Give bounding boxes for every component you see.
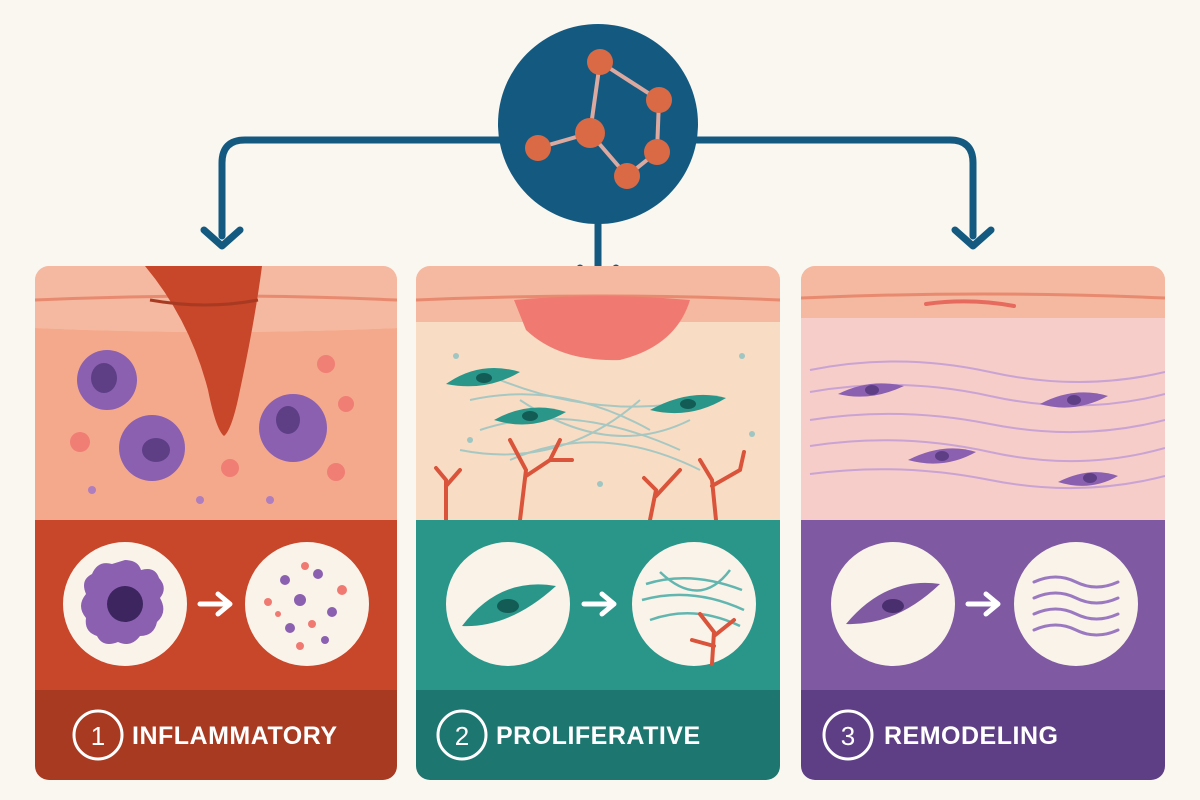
epidermis-layer [801, 266, 1165, 318]
wound-cut [145, 266, 262, 436]
arrow-right-icon [197, 591, 233, 617]
stage-label-remodeling: 3 REMODELING [822, 709, 1058, 761]
arrowhead-left [200, 226, 244, 250]
connector-right [686, 136, 977, 240]
stage-icons-proliferative [446, 542, 756, 666]
stage-title: PROLIFERATIVE [496, 722, 701, 750]
stage-icons-inflammatory [63, 542, 369, 666]
red-blood-cells [70, 355, 354, 504]
stage-icons-remodeling [831, 542, 1138, 666]
epidermis-layer [416, 266, 780, 322]
stage-number: 2 [455, 721, 469, 751]
stage-title: REMODELING [884, 722, 1058, 750]
stage-number: 1 [91, 721, 105, 751]
debris-particles-icon [245, 542, 369, 666]
arrowhead-right [951, 226, 995, 250]
blood-vessels [434, 438, 746, 522]
stage-panel-remodeling [801, 266, 1165, 780]
stage-label-proliferative: 2 PROLIFERATIVE [436, 709, 701, 761]
stage-title: INFLAMMATORY [132, 722, 338, 750]
connector-left [218, 136, 514, 240]
aligned-fibers-icon [1014, 542, 1138, 666]
arrow-right-icon [581, 591, 617, 617]
stage-label-inflammatory: 1 INFLAMMATORY [72, 709, 338, 761]
stage-panel-inflammatory [35, 266, 397, 780]
stage-panel-proliferative [416, 266, 780, 780]
arrow-right-icon [965, 591, 1001, 617]
collagen-vessel-icon [632, 542, 756, 666]
stage-number: 3 [841, 721, 855, 751]
scar-line [924, 299, 1016, 308]
molecule-network-icon [498, 24, 698, 224]
granulation-tissue [514, 296, 690, 361]
